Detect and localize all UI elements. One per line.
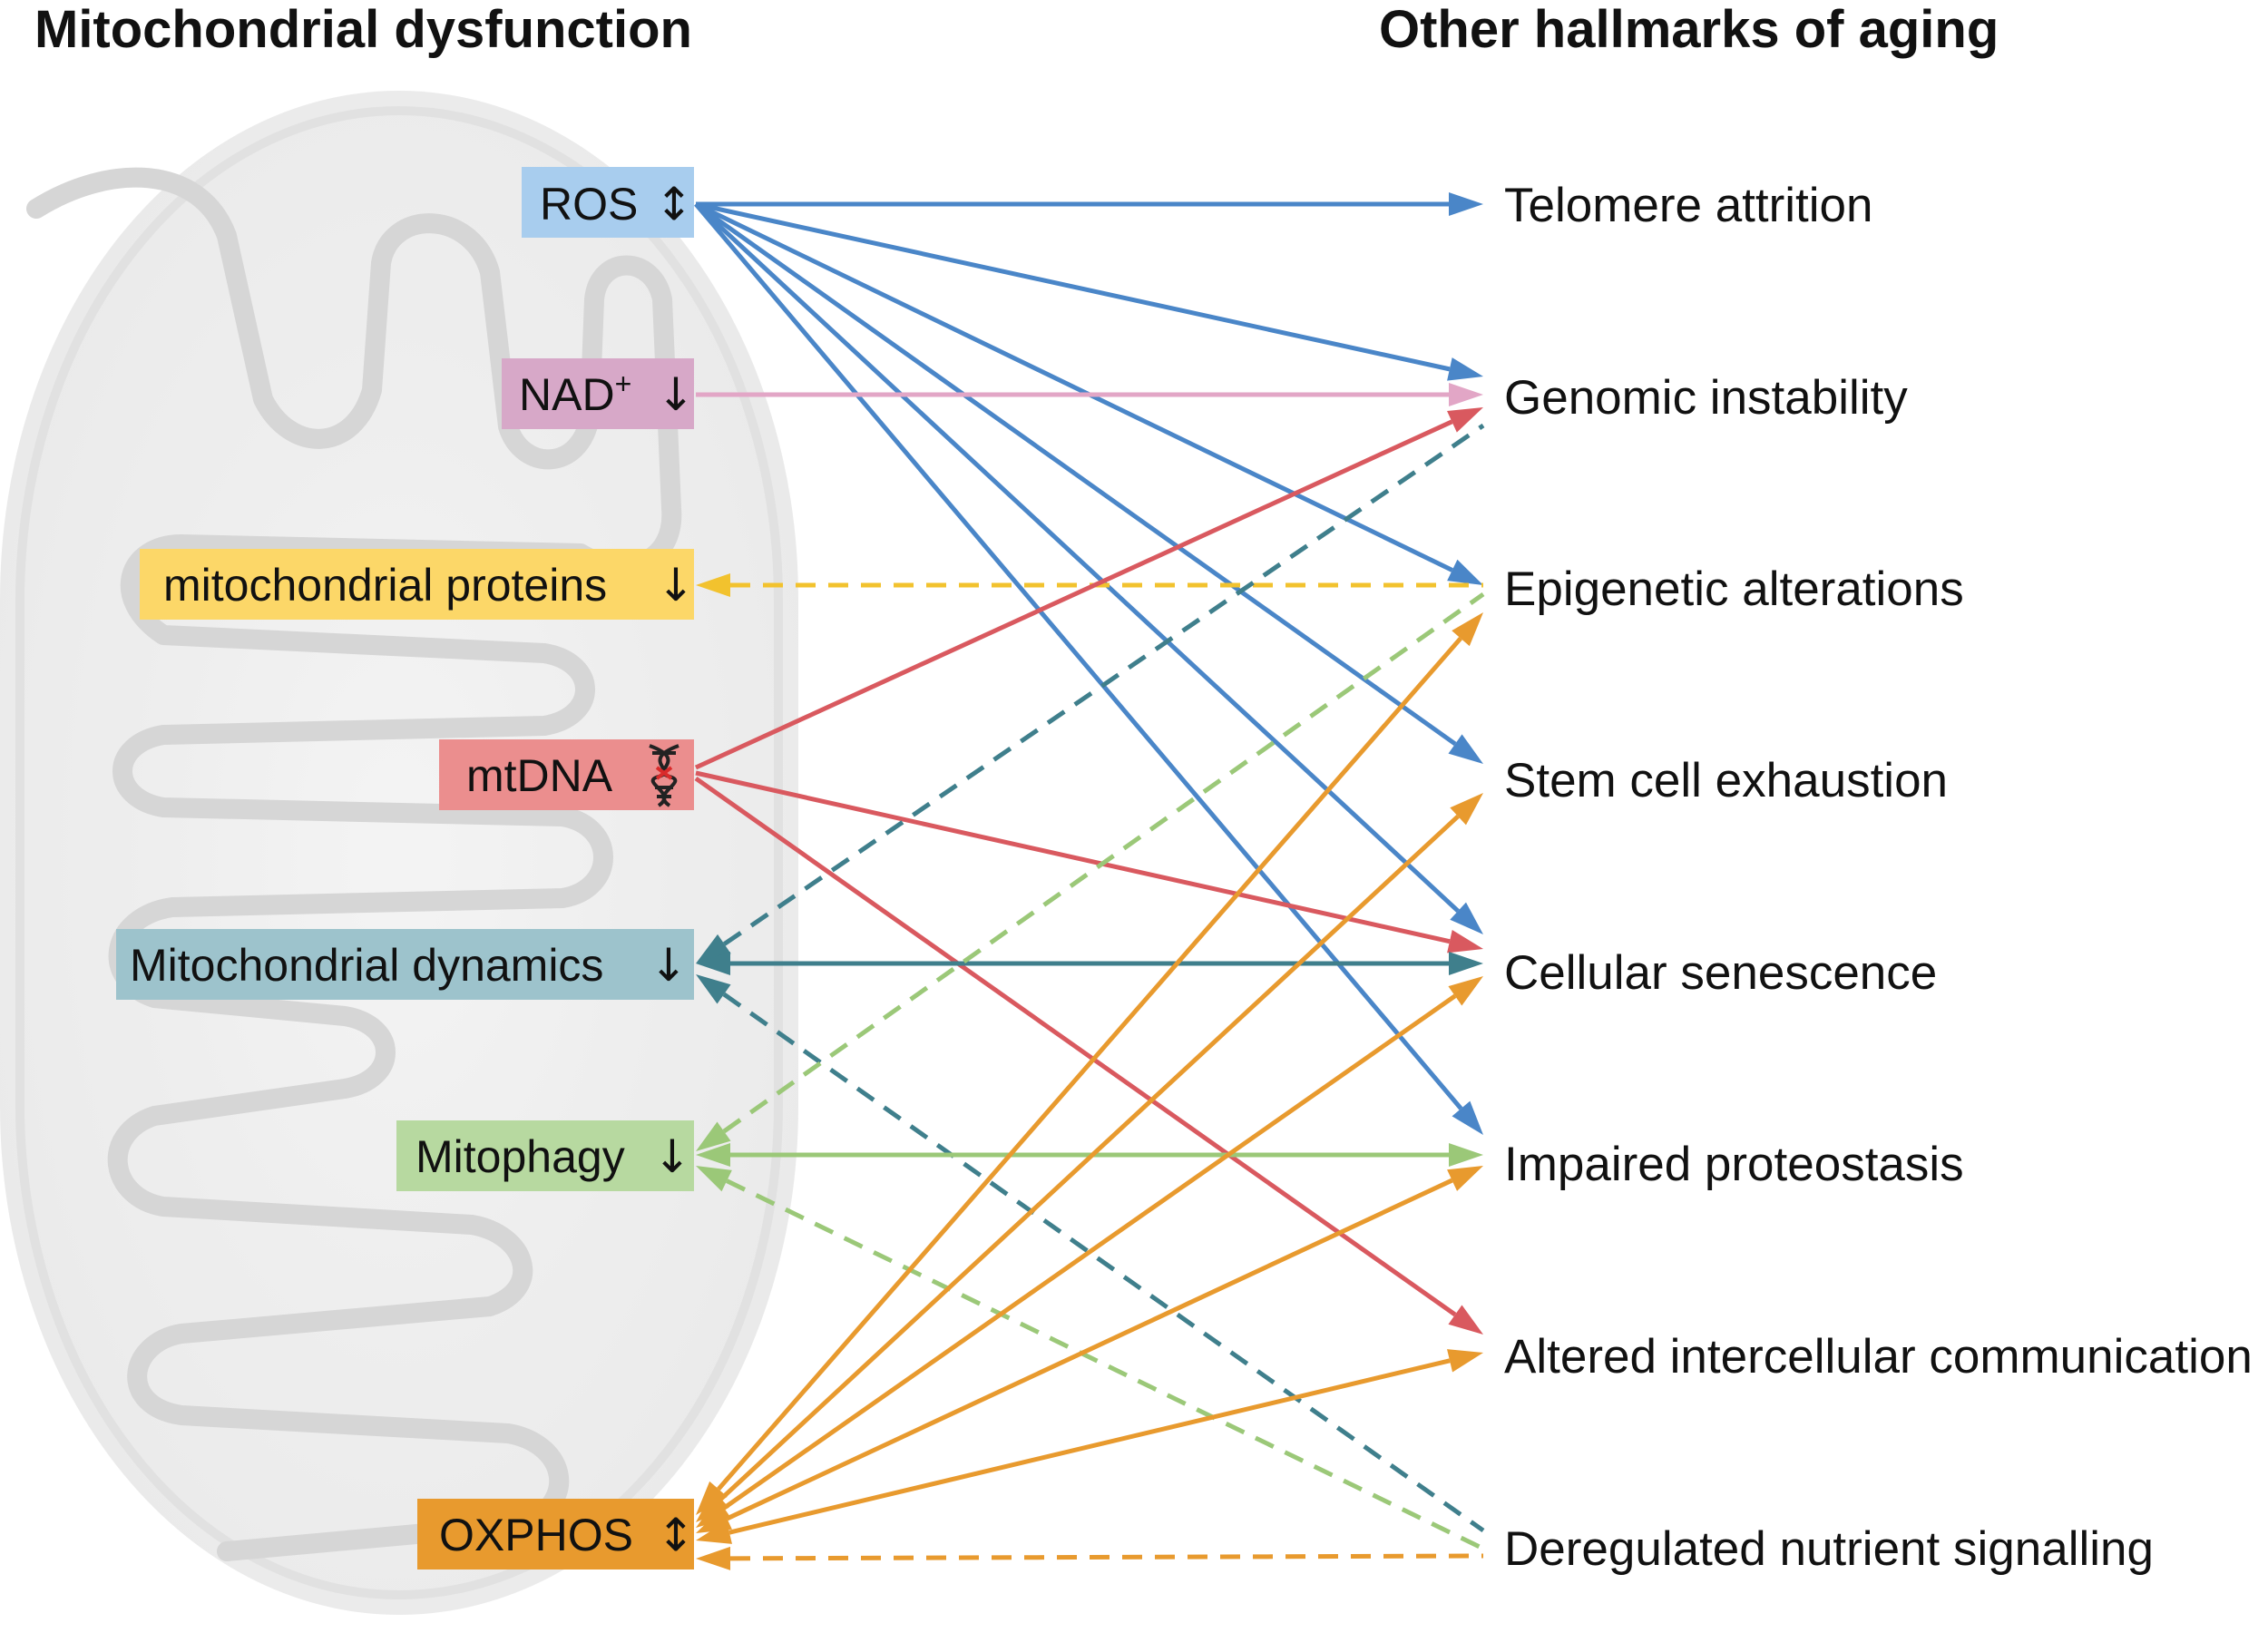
left-heading: Mitochondrial dysfunction <box>34 0 692 59</box>
hallmark-altered-intercellular-communication: Altered intercellular communication <box>1504 1330 2253 1384</box>
factor-nad: NAD+ ↓ <box>502 358 695 429</box>
up-down-arrow-icon: ↕ <box>657 1509 695 1561</box>
hallmark-epigenetic-alterations: Epigenetic alterations <box>1504 562 1964 616</box>
connection-dynamics-to-nutrient <box>722 992 1485 1533</box>
arrowhead <box>696 1498 731 1528</box>
oxphos-box <box>417 1499 694 1569</box>
hallmarks-list: Telomere attrition Genomic instability E… <box>1504 179 2253 1576</box>
hallmark-stem-cell-exhaustion: Stem cell exhaustion <box>1504 754 1948 807</box>
connection-mtdna-to-genomic <box>694 419 1453 770</box>
connection-ros-to-stemcell <box>694 201 1457 747</box>
connection-oxphos-to-epigenetic <box>717 636 1462 1491</box>
arrowhead <box>1447 930 1483 953</box>
right-heading: Other hallmarks of aging <box>1379 0 1999 59</box>
connection-ros-to-proteostasis <box>694 202 1463 1110</box>
connection-ros-to-genomic <box>695 201 1451 372</box>
cristae-membrane <box>26 167 682 1561</box>
ros-label: ROS <box>540 179 638 230</box>
arrowhead <box>1447 357 1483 381</box>
down-arrow-icon: ↓ <box>657 368 695 421</box>
connection-oxphos-to-nutrient <box>729 1553 1484 1561</box>
arrowhead <box>1452 612 1483 647</box>
factor-ros: ROS ↕ <box>522 167 694 238</box>
arrowhead <box>1452 1100 1483 1135</box>
dna-icon <box>649 744 679 807</box>
hallmark-impaired-proteostasis: Impaired proteostasis <box>1504 1138 1964 1191</box>
hallmark-genomic-instability: Genomic instability <box>1504 371 1908 425</box>
connection-oxphos-to-proteostasis <box>726 1178 1453 1521</box>
nad-label: NAD+ <box>519 367 631 420</box>
proteins-label: mitochondrial proteins <box>163 560 607 611</box>
up-down-arrow-icon: ↕ <box>655 178 693 230</box>
connection-ros-to-epigenetic <box>694 201 1453 572</box>
connection-mitophagy-to-nutrient <box>726 1178 1485 1551</box>
arrowhead <box>1449 192 1483 216</box>
arrowhead <box>696 974 731 1004</box>
arrowhead <box>696 1521 732 1544</box>
mtdna-label: mtDNA <box>466 750 613 801</box>
dynamics-box <box>116 929 694 1000</box>
arrowhead <box>696 1166 732 1192</box>
arrowhead <box>1447 1166 1483 1191</box>
mtdna-box <box>439 739 694 810</box>
factor-mtdna: mtDNA <box>439 739 694 810</box>
hallmark-deregulated-nutrient-signalling: Deregulated nutrient signalling <box>1504 1522 2154 1576</box>
arrowhead <box>696 1546 731 1570</box>
mitophagy-box <box>396 1120 694 1191</box>
arrowhead <box>696 573 730 597</box>
mitochondrion-illustration <box>0 91 798 1615</box>
arrowhead <box>1447 559 1483 585</box>
nad-superscript: + <box>615 367 632 400</box>
connection-mtdna-to-communication <box>694 776 1457 1317</box>
dynamics-label: Mitochondrial dynamics <box>130 940 603 991</box>
arrowhead <box>1450 902 1483 934</box>
factor-oxphos: OXPHOS ↕ <box>417 1499 695 1569</box>
hallmark-cellular-senescence: Cellular senescence <box>1504 946 1937 1000</box>
arrowhead <box>1449 383 1483 406</box>
connection-mtdna-to-senescence <box>695 770 1451 944</box>
arrowhead <box>696 1143 730 1167</box>
factor-mitochondrial-dynamics: Mitochondrial dynamics ↓ <box>116 929 694 1000</box>
connection-oxphos-to-senescence <box>722 993 1457 1511</box>
arrowhead <box>1447 1349 1483 1373</box>
factor-mitophagy: Mitophagy ↓ <box>396 1120 694 1191</box>
connection-oxphos-to-communication <box>728 1358 1451 1535</box>
arrowhead <box>696 1121 731 1151</box>
arrowhead <box>696 952 730 975</box>
arrowhead <box>1448 1305 1483 1335</box>
down-arrow-icon: ↓ <box>650 939 688 992</box>
arrowhead <box>1450 793 1483 826</box>
connection-mitophagy-to-epigenetic <box>722 592 1485 1134</box>
arrowhead <box>1448 976 1483 1006</box>
connection-ros-to-senescence <box>694 202 1460 913</box>
connection-arrows <box>694 192 1485 1570</box>
hallmark-telomere-attrition: Telomere attrition <box>1504 179 1873 232</box>
mitophagy-label: Mitophagy <box>415 1131 625 1182</box>
down-arrow-icon: ↓ <box>657 559 695 611</box>
down-arrow-icon: ↓ <box>653 1130 691 1183</box>
arrowhead <box>1447 407 1483 433</box>
connection-oxphos-to-stemcell <box>719 814 1460 1501</box>
arrowhead <box>1449 952 1483 975</box>
nad-box <box>502 358 694 429</box>
proteins-box <box>140 549 694 620</box>
ros-box <box>522 167 694 238</box>
factor-mitochondrial-proteins: mitochondrial proteins ↓ <box>140 549 695 620</box>
arrowhead <box>1449 1143 1483 1167</box>
oxphos-label: OXPHOS <box>439 1510 633 1560</box>
connection-dynamics-to-genomic <box>722 423 1485 946</box>
arrowhead <box>1448 734 1483 764</box>
